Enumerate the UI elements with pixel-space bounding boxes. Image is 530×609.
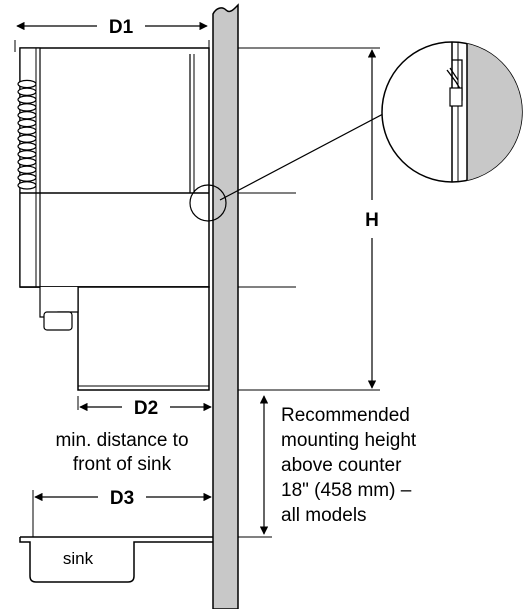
louver-slat	[17, 165, 37, 174]
louver-slat	[17, 87, 37, 97]
min-distance-line-1: min. distance to	[55, 430, 188, 451]
wall	[212, 3, 239, 609]
d3-label: D3	[110, 488, 134, 509]
d1-label: D1	[109, 17, 134, 38]
recommended-line-3: above counter	[281, 455, 402, 476]
h-label: H	[365, 210, 379, 231]
recommended-line-1: Recommended	[281, 405, 410, 426]
louver-slat	[17, 79, 37, 89]
recommended-line-2: mounting height	[281, 430, 417, 451]
recommended-line-4: 18" (458 mm) –	[281, 480, 412, 501]
sink-label: sink	[63, 549, 94, 568]
d1-dimension	[14, 21, 210, 52]
louver-slat	[17, 126, 37, 136]
louver-slat	[17, 157, 37, 167]
mounting-height-dimension	[238, 395, 272, 538]
d2-dimension	[77, 396, 212, 412]
louver-slat	[17, 173, 37, 182]
louver-slat	[17, 149, 37, 159]
d2-label: D2	[134, 398, 158, 419]
ice-machine	[19, 47, 210, 391]
louvers	[17, 79, 37, 190]
louver-slat	[17, 134, 37, 143]
d3-dimension	[32, 490, 212, 537]
louver-slat	[17, 181, 37, 190]
louver-slat	[17, 142, 37, 151]
louver-slat	[17, 110, 37, 120]
recommended-line-5: all models	[281, 505, 367, 526]
h-dimension	[238, 47, 380, 391]
louver-slat	[17, 118, 37, 128]
louver-slat	[17, 103, 37, 112]
louver-slat	[17, 95, 37, 104]
min-distance-line-2: front of sink	[73, 454, 172, 475]
sink	[19, 536, 213, 583]
detail-callout	[189, 41, 523, 222]
